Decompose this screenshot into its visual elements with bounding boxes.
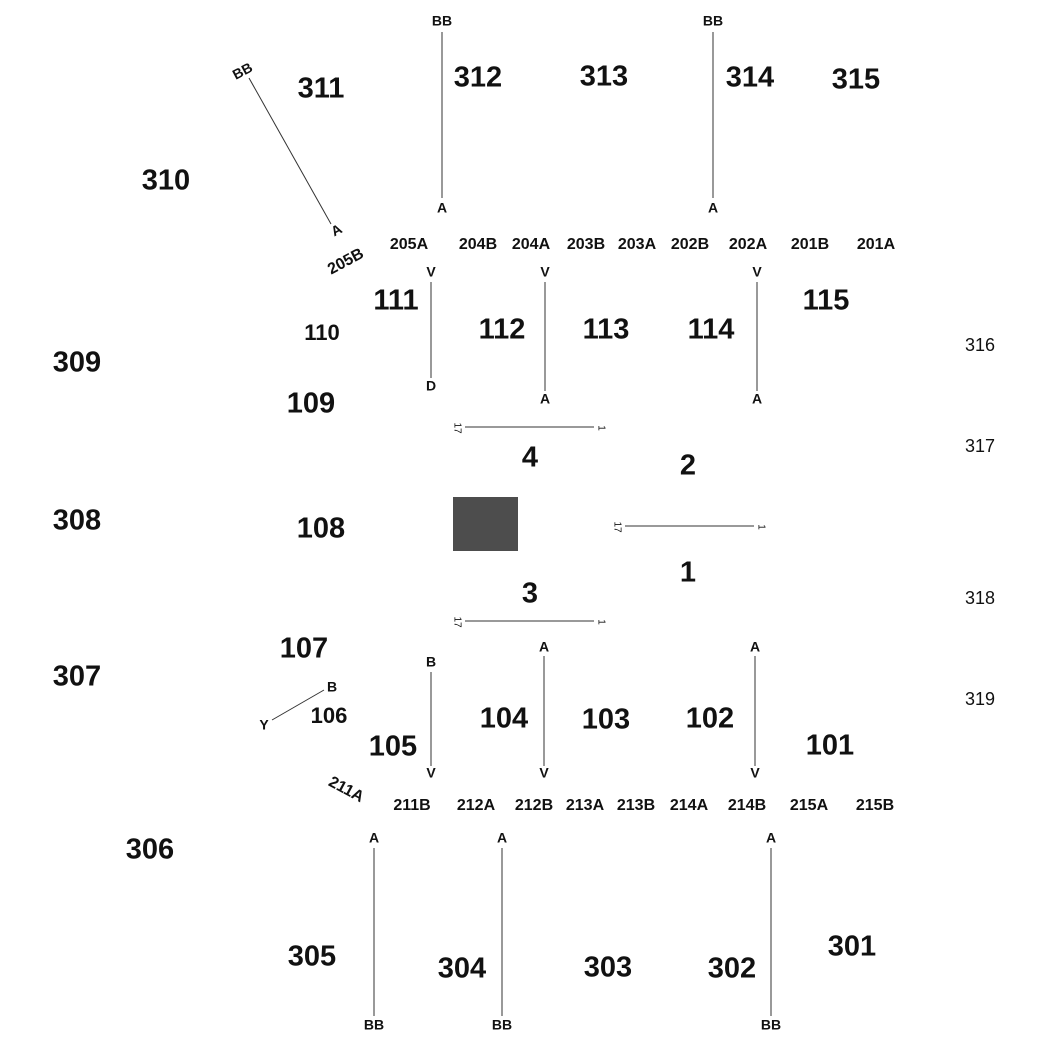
aisle-end-v-112: V [540,264,550,280]
center-block [453,497,518,551]
aisle-end-v-105: V [426,765,436,781]
section-110[interactable]: 110 [304,320,340,345]
aisle-end-a-312: A [437,200,447,216]
section-4[interactable]: 4 [522,442,538,474]
section-319[interactable]: 319 [965,689,995,709]
section-314[interactable]: 314 [726,62,774,94]
aisle-end-bb-304: BB [492,1017,512,1033]
aisle-end-bb-314: BB [703,13,723,29]
section-307[interactable]: 307 [53,661,101,693]
section-113[interactable]: 113 [583,314,630,346]
row-4-end-tick: 1 [595,425,606,431]
aisle-end-a-311: A [328,220,344,239]
section-313[interactable]: 313 [580,61,628,93]
section-308[interactable]: 308 [53,505,101,537]
aisle-end-v-114: V [752,264,762,280]
section-104[interactable]: 104 [480,703,528,735]
seat-214B[interactable]: 214B [728,797,766,814]
section-107[interactable]: 107 [280,633,328,665]
section-103[interactable]: 103 [582,704,630,736]
aisle-end-a-112: A [540,391,550,407]
seat-205B[interactable]: 205B [325,245,367,278]
seat-201B[interactable]: 201B [791,236,829,253]
section-317[interactable]: 317 [965,436,995,456]
section-315[interactable]: 315 [832,64,880,96]
aisle-line-311 [248,77,332,225]
row-1-start-tick: 17 [611,521,622,533]
seat-203A[interactable]: 203A [618,236,657,253]
aisle-end-a-314: A [708,200,718,216]
aisle-end-b-106: B [327,679,337,695]
aisle-end-a-305: A [369,830,379,846]
section-305[interactable]: 305 [288,941,336,973]
section-106[interactable]: 106 [311,703,348,728]
aisle-end-bb-302: BB [761,1017,781,1033]
aisle-end-a-304: A [497,830,507,846]
aisle-end-v-104: V [539,765,549,781]
section-112[interactable]: 112 [479,314,526,346]
section-302[interactable]: 302 [708,953,756,985]
aisle-end-bb-305: BB [364,1017,384,1033]
aisle-end-y-106: Y [259,717,269,733]
section-316[interactable]: 316 [965,335,995,355]
seat-204A[interactable]: 204A [512,236,551,253]
row-1-end-tick: 1 [755,524,766,530]
section-109[interactable]: 109 [287,388,335,420]
row-3-end-tick: 1 [595,619,606,625]
seat-212A[interactable]: 212A [457,797,496,814]
section-108[interactable]: 108 [297,513,345,545]
section-115[interactable]: 115 [803,285,850,317]
section-301[interactable]: 301 [828,931,876,963]
aisle-end-a-104: A [539,639,549,655]
seat-205A[interactable]: 205A [390,236,429,253]
seat-203B[interactable]: 203B [567,236,605,253]
section-102[interactable]: 102 [686,703,734,735]
section-304[interactable]: 304 [438,953,486,985]
seat-213A[interactable]: 213A [566,797,605,814]
section-114[interactable]: 114 [688,314,735,346]
row-3-start-tick: 17 [451,616,462,628]
section-312[interactable]: 312 [454,62,502,94]
seat-211A[interactable]: 211A [326,773,367,806]
seat-202A[interactable]: 202A [729,236,768,253]
aisle-end-bb-312: BB [432,13,452,29]
aisle-end-b-105: B [426,654,436,670]
seat-215A[interactable]: 215A [790,797,829,814]
section-311[interactable]: 311 [298,73,345,105]
seat-211B[interactable]: 211B [393,797,430,814]
section-303[interactable]: 303 [584,952,632,984]
aisle-end-d-111: D [426,378,436,394]
aisle-end-v-102: V [750,765,760,781]
seat-212B[interactable]: 212B [515,797,553,814]
section-111[interactable]: 111 [373,285,418,317]
section-318[interactable]: 318 [965,588,995,608]
seat-214A[interactable]: 214A [670,797,709,814]
section-2[interactable]: 2 [680,450,696,482]
section-306[interactable]: 306 [126,834,174,866]
aisle-end-a-302: A [766,830,776,846]
seat-213B[interactable]: 213B [617,797,655,814]
seat-215B[interactable]: 215B [856,797,894,814]
section-1[interactable]: 1 [680,557,696,589]
section-105[interactable]: 105 [369,731,417,763]
row-4-start-tick: 17 [451,422,462,434]
aisle-line-106 [271,689,325,721]
seat-202B[interactable]: 202B [671,236,709,253]
section-3[interactable]: 3 [522,578,538,610]
section-309[interactable]: 309 [53,347,101,379]
seat-201A[interactable]: 201A [857,236,896,253]
aisle-end-v-111: V [426,264,436,280]
aisle-end-bb-311: BB [230,59,255,83]
aisle-end-a-114: A [752,391,762,407]
section-310[interactable]: 310 [142,165,190,197]
section-101[interactable]: 101 [806,730,854,762]
aisle-end-a-102: A [750,639,760,655]
seat-204B[interactable]: 204B [459,236,497,253]
